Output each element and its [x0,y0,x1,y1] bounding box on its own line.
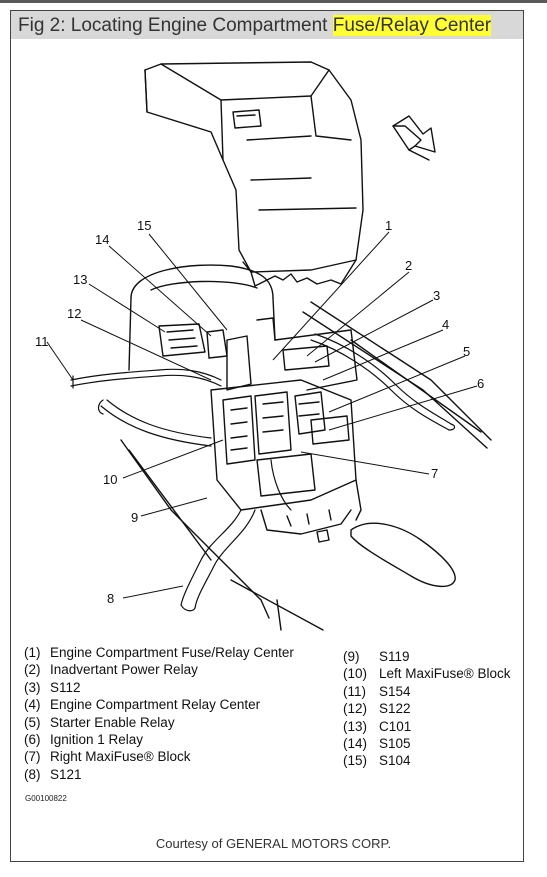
legend-item: (5) Starter Enable Relay [24,715,294,732]
callout-3: 3 [433,288,440,303]
legend-num: (12) [343,701,368,717]
fender-edge [302,301,492,449]
legend-label: Left MaxiFuse® Block [379,666,511,682]
leader-6 [328,385,478,431]
leader-13 [88,283,166,333]
legend-label: Inadvertant Power Relay [50,662,198,678]
legend-item: (4) Engine Compartment Relay Center [24,697,294,714]
mounting-bracket [260,479,362,543]
legend-num: (13) [343,718,368,734]
legend-num: (2) [24,662,41,678]
callout-7: 7 [431,466,438,481]
legend-left: (1)Engine Compartment Fuse/Relay Center … [24,645,294,784]
legend-item: (9) S119 [343,649,511,666]
legend-label: Right MaxiFuse® Block [50,749,191,765]
engine-compartment-diagram: 1 2 3 4 5 6 7 8 9 10 11 12 13 14 15 [35,61,492,631]
legend-label: S119 [379,649,410,664]
callout-9: 9 [131,510,138,525]
courtesy-credit: Courtesy of GENERAL MOTORS CORP. [155,836,392,851]
legend-num: (14) [343,735,368,751]
callout-labels: 1 2 3 4 5 6 7 8 9 10 11 12 13 14 15 [35,218,484,606]
legend-label: S121 [50,766,82,782]
leader-5 [328,355,466,413]
legend-num: (1) [24,645,41,660]
legend-num: (4) [24,697,41,713]
callout-10: 10 [103,472,117,487]
callout-leaders [46,231,478,599]
legend-item: (8) S121 [24,767,294,784]
legend-num: (8) [24,766,41,782]
leader-8 [122,585,184,599]
legend-label: C101 [379,718,412,734]
legend-num: (7) [24,749,41,765]
callout-14: 14 [95,232,109,247]
legend-label: S154 [379,683,411,699]
legend-item: (1) Engine Compartment Fuse/Relay Center [24,645,294,662]
callout-8: 8 [107,591,114,606]
callout-15: 15 [137,218,151,233]
legend-right: (9) S119 (10) Left MaxiFuse® Block (11) S15… [343,649,511,771]
callout-11: 11 [35,334,49,349]
leader-2 [306,271,410,357]
legend-label: S112 [50,679,81,695]
figure-code: G00100822 [25,794,67,803]
callout-1: 1 [385,218,392,233]
title-highlight: Fuse/Relay Center [332,15,492,36]
legend-num: (6) [24,731,41,747]
legend-num: (3) [24,679,41,695]
legend-item: (2) Inadvertant Power Relay [24,662,294,679]
washer-reservoir [350,522,456,587]
legend-num: (9) [343,649,360,664]
leader-7 [300,451,430,475]
fuse-relay-center [210,317,358,511]
legend-item: (15) S104 [343,753,511,770]
leader-12 [80,319,212,381]
legend-num: (15) [343,753,368,769]
legend-label: Engine Compartment Relay Center [50,697,261,713]
legend-item: (6) Ignition 1 Relay [24,732,294,749]
legend-num: (5) [24,714,41,730]
connector-c101 [158,323,228,359]
leader-4 [322,329,444,381]
leader-14 [108,245,212,337]
legend-num: (10) [343,666,368,682]
legend-item: (13) C101 [343,719,511,736]
legend-item: (14) S105 [343,736,511,753]
callout-6: 6 [477,376,484,391]
leader-9 [140,497,208,517]
leader-11 [46,341,74,381]
top-rule [0,0,547,3]
callout-4: 4 [442,317,449,332]
legend-label: Engine Compartment Fuse/Relay Center [50,645,294,660]
callout-5: 5 [463,344,470,359]
leader-10 [122,439,224,479]
frame-rails [120,439,324,631]
leader-1 [272,231,390,361]
legend-item: (7) Right MaxiFuse® Block [24,749,294,766]
legend-label: S122 [379,701,411,717]
callout-2: 2 [405,258,412,273]
callout-13: 13 [73,272,87,287]
legend-label: S104 [379,753,411,769]
leader-15 [148,233,228,331]
callout-12: 12 [67,306,81,321]
direction-arrow [392,115,436,161]
legend-label: S105 [379,735,411,751]
legend-item: (11) S154 [343,684,511,701]
legend-label: Ignition 1 Relay [50,731,144,747]
air-cleaner-housing [144,61,364,287]
figure-title: Fig 2: Locating Engine Compartment Fuse/… [18,15,492,37]
title-prefix: Fig 2: Locating Engine Compartment [18,15,333,36]
legend-num: (11) [343,683,367,699]
legend-item: (3) S112 [24,680,294,697]
legend-item: (12) S122 [343,701,511,718]
wiring-harness [70,333,456,612]
leader-3 [314,299,434,363]
legend-item: (10) Left MaxiFuse® Block [343,666,511,683]
legend-label: Starter Enable Relay [50,714,175,730]
